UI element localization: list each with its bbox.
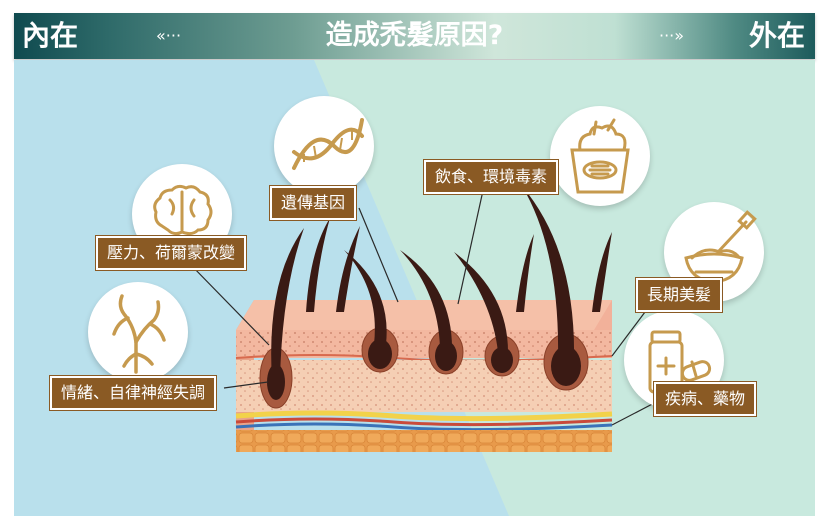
arrow-left-icon: «··· <box>156 26 182 45</box>
label-disease-medication: 疾病、藥物 <box>654 382 757 416</box>
label-stress-hormone: 壓力、荷爾蒙改變 <box>96 236 247 270</box>
header-banner: 內在 «··· 造成禿髮原因? ···» 外在 <box>14 13 815 59</box>
page-title: 造成禿髮原因? <box>325 20 504 51</box>
nerve-icon <box>88 282 188 382</box>
internal-label: 內在 <box>22 19 79 52</box>
label-diet-toxins: 飲食、環境毒素 <box>424 160 559 194</box>
label-emotion-nerves: 情緒、自律神經失調 <box>50 376 217 410</box>
diagram-area: 壓力、荷爾蒙改變 遺傳基因 情緒、自律神經失調 飲食、環境毒素 長期美髮 疾病、… <box>14 60 815 516</box>
external-label: 外在 <box>748 19 805 52</box>
label-long-term-hair-styling: 長期美髮 <box>636 278 723 312</box>
skin-cross-section <box>189 185 661 452</box>
arrow-right-icon: ···» <box>659 26 685 45</box>
fried-chicken-bucket-icon <box>550 106 650 206</box>
dna-icon <box>274 96 374 196</box>
label-genetics: 遺傳基因 <box>270 186 357 220</box>
